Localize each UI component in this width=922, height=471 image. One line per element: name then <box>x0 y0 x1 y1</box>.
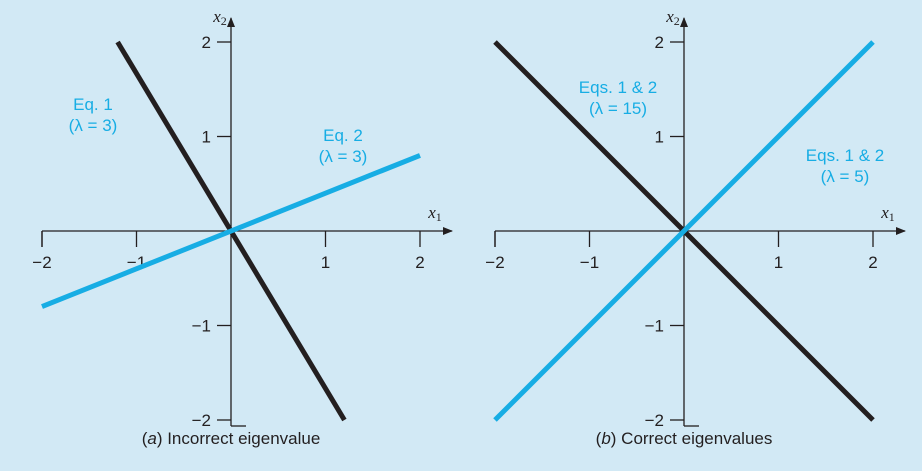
y-tick-label: 1 <box>655 128 664 147</box>
y-tick-label: −2 <box>645 411 664 430</box>
y-axis-label: x2 <box>212 7 227 28</box>
series-annotation: Eqs. 1 & 2(λ = 15) <box>579 78 657 118</box>
panel-caption: (b) Correct eigenvalues <box>596 429 773 448</box>
y-tick-label: 1 <box>202 128 211 147</box>
y-tick-label: 2 <box>202 33 211 52</box>
x-tick-label: −2 <box>32 253 51 272</box>
x-axis-label: x1 <box>427 203 442 224</box>
panel-caption: (a) Incorrect eigenvalue <box>142 429 321 448</box>
series-line-2 <box>41 153 421 309</box>
y-tick-label: −2 <box>192 411 211 430</box>
x-axis-label: x1 <box>880 203 895 224</box>
y-tick-label: −1 <box>192 317 211 336</box>
x-tick-label: 2 <box>868 253 877 272</box>
series-annotation: Eqs. 1 & 2(λ = 5) <box>806 146 884 186</box>
x-tick-label: 1 <box>321 253 330 272</box>
y-axis-label: x2 <box>665 7 680 28</box>
y-tick-label: −1 <box>645 317 664 336</box>
y-tick-label: 2 <box>655 33 664 52</box>
x-tick-label: 1 <box>774 253 783 272</box>
series-annotation: Eq. 1(λ = 3) <box>69 95 118 135</box>
series-annotation: Eq. 2(λ = 3) <box>319 126 368 166</box>
series-line-2 <box>493 40 875 422</box>
x-tick-label: 2 <box>415 253 424 272</box>
x-tick-label: −2 <box>485 253 504 272</box>
x-tick-label: −1 <box>580 253 599 272</box>
